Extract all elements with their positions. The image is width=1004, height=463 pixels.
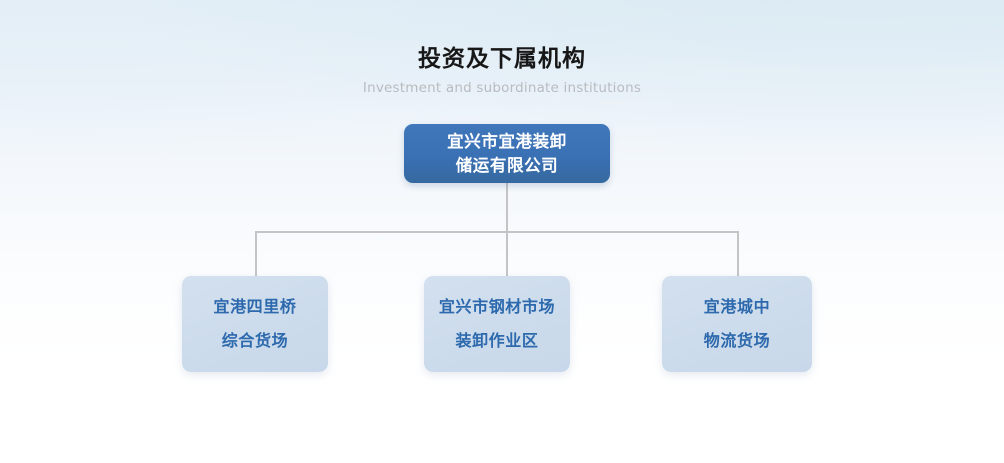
org-node-root[interactable]: 宜兴市宜港装卸 储运有限公司 — [404, 124, 610, 183]
org-node-child-1-line-2: 装卸作业区 — [455, 331, 539, 350]
org-node-child-0-line-2: 综合货场 — [221, 331, 289, 350]
org-node-child-2-line-2: 物流货场 — [703, 331, 771, 350]
connector-drop-child-2 — [737, 231, 739, 277]
page-title: 投资及下属机构 — [418, 46, 586, 72]
org-node-child-2-line-1: 宜港城中 — [703, 297, 771, 316]
page-heading: 投资及下属机构 Investment and subordinate insti… — [0, 44, 1004, 97]
connector-drop-child-1 — [506, 231, 508, 277]
org-node-child-1-line-1: 宜兴市钢材市场 — [438, 297, 556, 316]
org-node-root-line-2: 储运有限公司 — [455, 155, 559, 175]
connector-drop-child-0 — [255, 231, 257, 277]
connector-root-trunk — [506, 183, 508, 233]
org-node-root-line-1: 宜兴市宜港装卸 — [447, 131, 567, 151]
org-node-child-0-line-1: 宜港四里桥 — [213, 297, 297, 316]
page-subtitle: Investment and subordinate institutions — [362, 80, 642, 96]
org-node-child-1[interactable]: 宜兴市钢材市场 装卸作业区 — [424, 276, 570, 372]
org-node-child-0[interactable]: 宜港四里桥 综合货场 — [182, 276, 328, 372]
connector-horizontal-bus — [255, 231, 739, 233]
org-node-child-2[interactable]: 宜港城中 物流货场 — [662, 276, 812, 372]
